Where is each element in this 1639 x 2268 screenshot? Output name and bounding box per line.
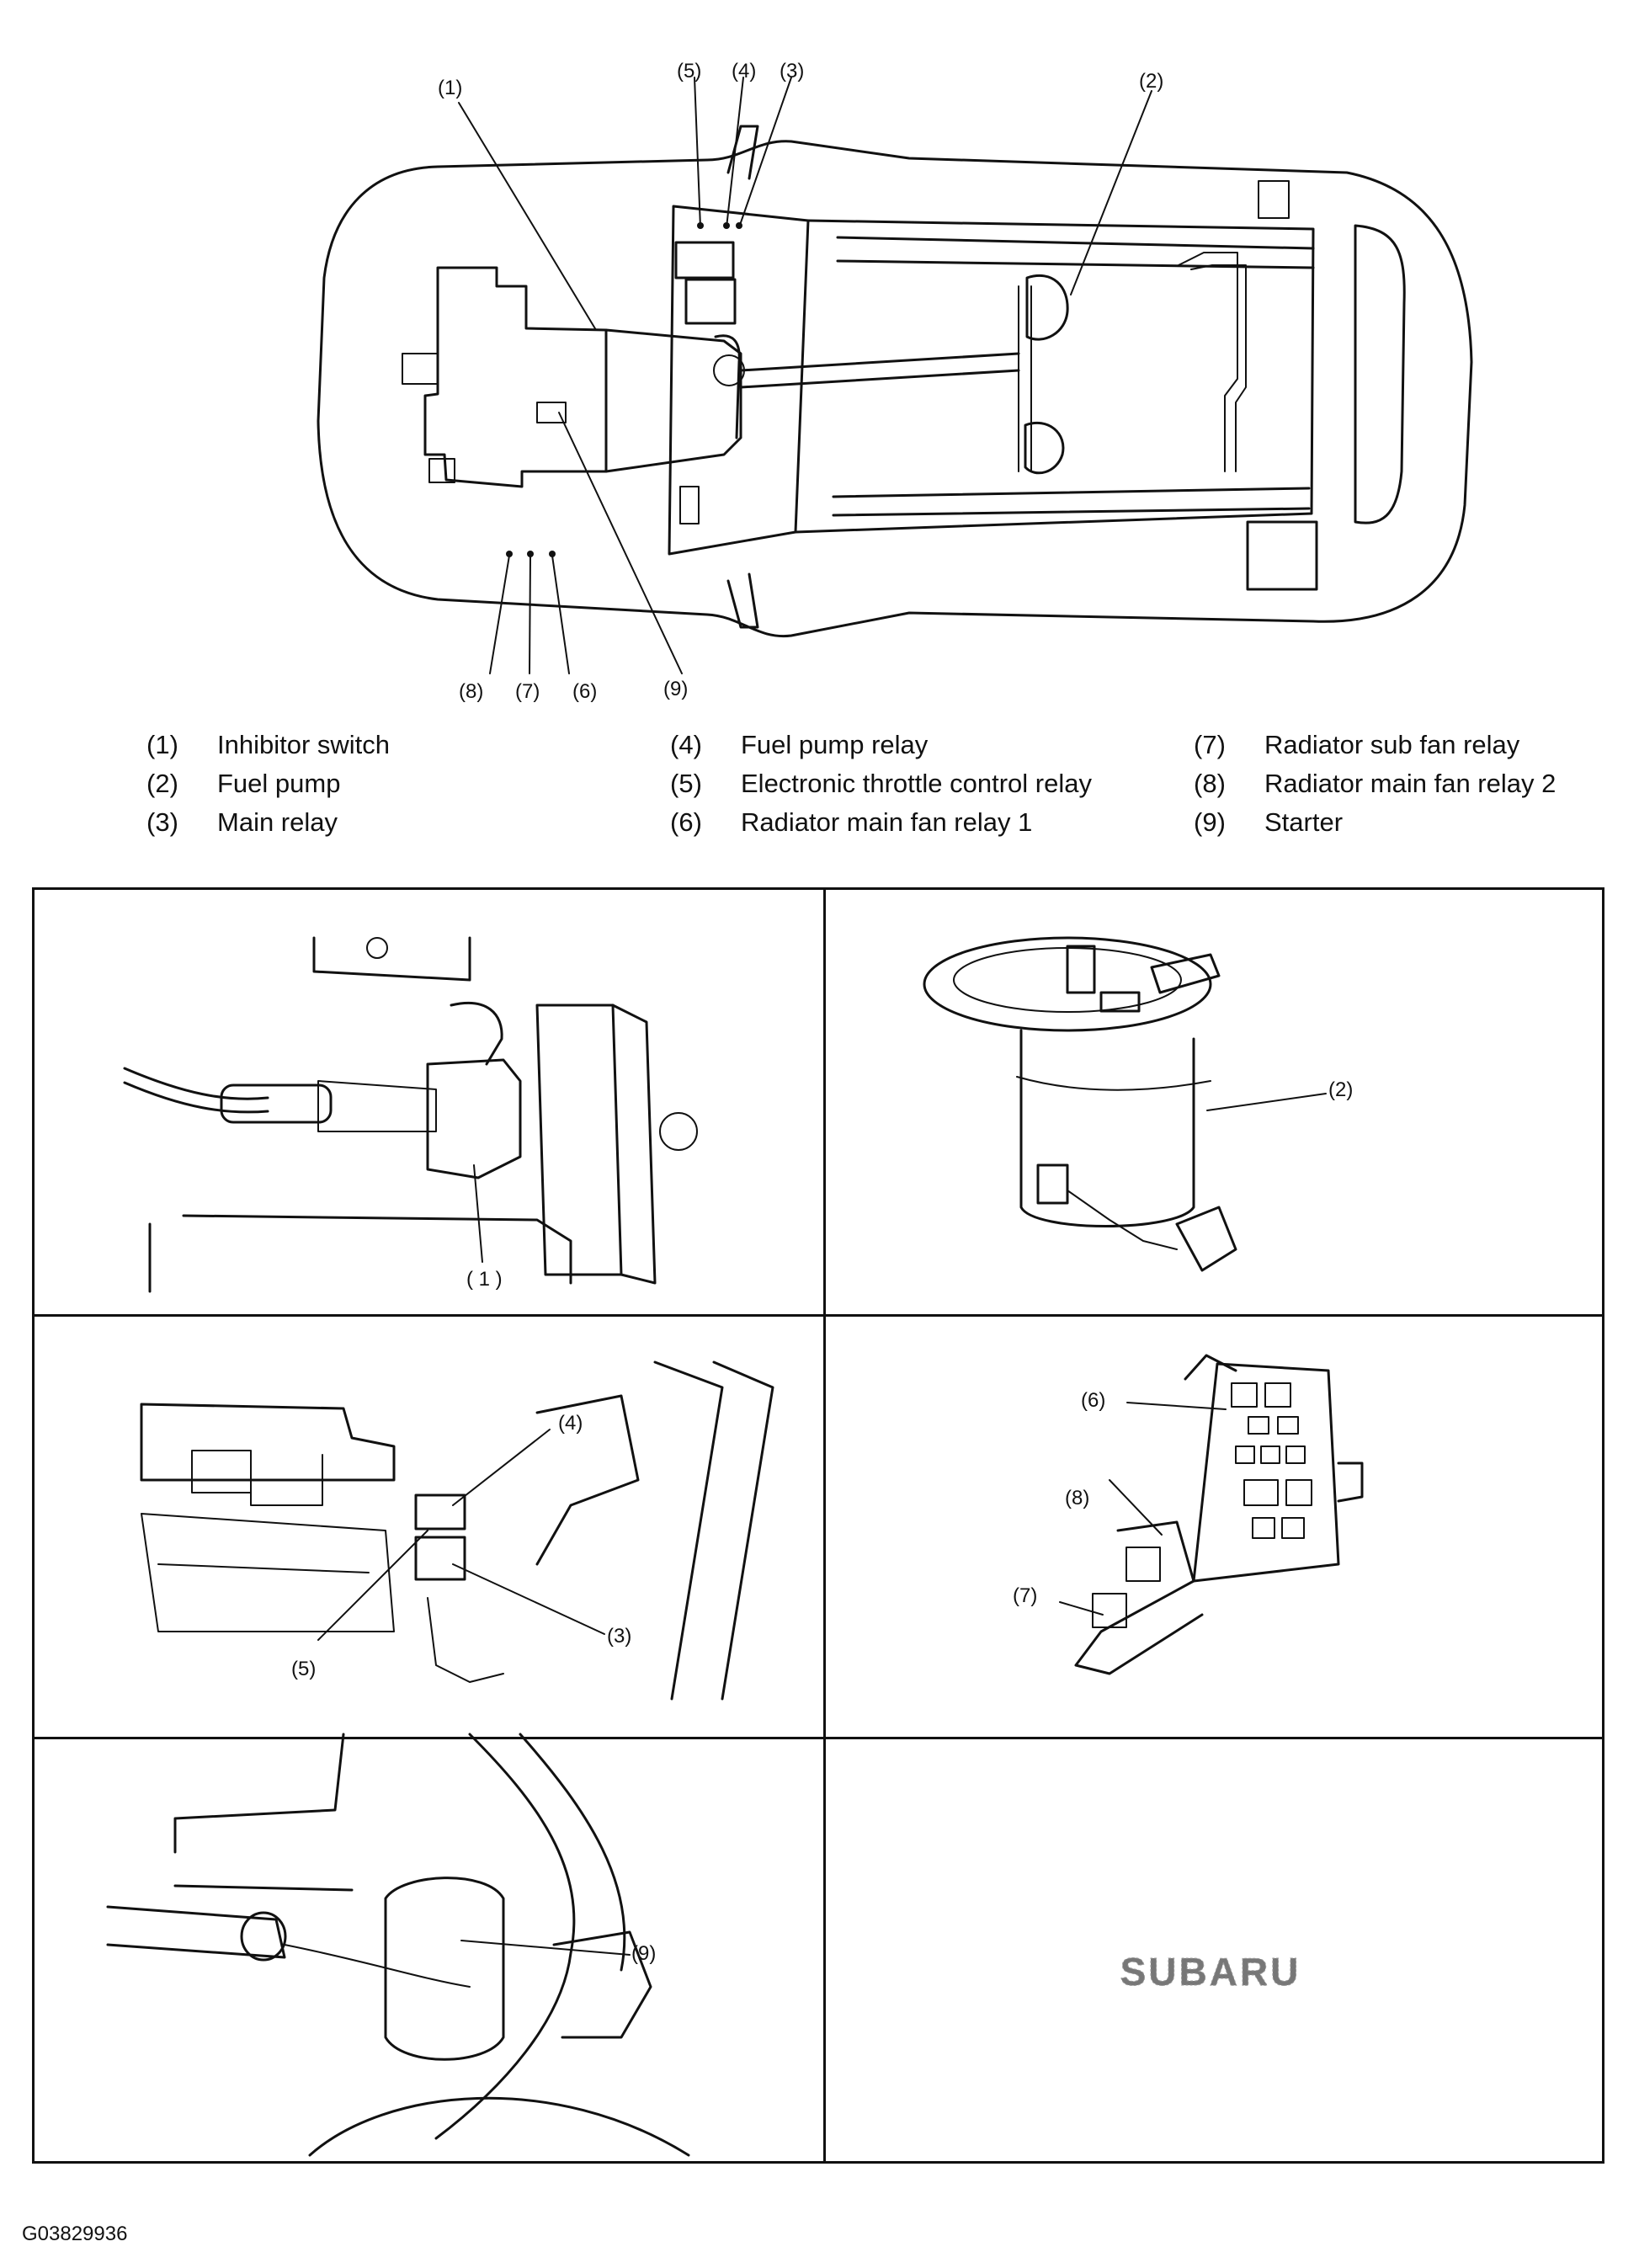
grid-divider-vertical bbox=[823, 890, 826, 2161]
fuel-pump-label: (2) bbox=[1328, 1078, 1353, 1101]
legend-item-2: (2) Fuel pump bbox=[146, 769, 340, 799]
legend-num: (4) bbox=[670, 730, 702, 759]
legend-label: Radiator sub fan relay bbox=[1264, 730, 1520, 759]
legend-num: (2) bbox=[146, 769, 178, 798]
legend-label: Fuel pump relay bbox=[741, 730, 929, 759]
callout-7: (7) bbox=[515, 680, 540, 703]
callout-2: (2) bbox=[1139, 70, 1163, 93]
vehicle-overview-diagram: (1) (5) (4) (3) (2) (8) (7) (6) (9) bbox=[317, 60, 1473, 703]
legend-label: Fuel pump bbox=[217, 769, 341, 798]
starter-detail: (9) bbox=[106, 1733, 690, 2157]
relay-label-5: (5) bbox=[291, 1658, 316, 1680]
legend-label: Starter bbox=[1264, 807, 1344, 837]
legend-label: Inhibitor switch bbox=[217, 730, 391, 759]
callout-3: (3) bbox=[780, 60, 804, 83]
fuse-relay-box-detail: (6) (8) (7) bbox=[1013, 1354, 1364, 1675]
legend-item-9: (9) Starter bbox=[1194, 807, 1343, 838]
grid-divider-row-2 bbox=[35, 1737, 1602, 1739]
engine-bay-relays-detail: (4) (3) (5) bbox=[140, 1360, 774, 1701]
detail-panel-grid bbox=[32, 887, 1604, 2164]
legend-num: (9) bbox=[1194, 807, 1226, 837]
fuse-box-label-7: (7) bbox=[1013, 1584, 1037, 1607]
legend-item-1: (1) Inhibitor switch bbox=[146, 730, 390, 760]
subaru-logo: SUBARU bbox=[1120, 1950, 1301, 1994]
legend-item-4: (4) Fuel pump relay bbox=[670, 730, 928, 760]
callout-4: (4) bbox=[732, 60, 756, 83]
figure-id: G03829936 bbox=[22, 2223, 128, 2245]
legend-label: Radiator main fan relay 1 bbox=[741, 807, 1033, 837]
legend-num: (3) bbox=[146, 807, 178, 837]
legend-item-8: (8) Radiator main fan relay 2 bbox=[1194, 769, 1556, 799]
legend-num: (7) bbox=[1194, 730, 1226, 759]
callout-8: (8) bbox=[459, 680, 483, 703]
legend-label: Radiator main fan relay 2 bbox=[1264, 769, 1557, 798]
fuse-box-label-8: (8) bbox=[1065, 1487, 1089, 1509]
legend-item-5: (5) Electronic throttle control relay bbox=[670, 769, 1092, 799]
fuse-box-label-6: (6) bbox=[1081, 1389, 1105, 1412]
logo-text: SUBARU bbox=[1120, 1950, 1301, 1994]
callout-1: (1) bbox=[438, 77, 462, 99]
legend-item-7: (7) Radiator sub fan relay bbox=[1194, 730, 1519, 760]
legend-item-3: (3) Main relay bbox=[146, 807, 338, 838]
legend-label: Main relay bbox=[217, 807, 338, 837]
legend-label: Electronic throttle control relay bbox=[741, 769, 1092, 798]
relay-label-3: (3) bbox=[607, 1625, 631, 1648]
relay-label-4: (4) bbox=[558, 1412, 583, 1435]
starter-label: (9) bbox=[631, 1942, 656, 1965]
legend-num: (8) bbox=[1194, 769, 1226, 798]
fuel-pump-detail: (2) bbox=[923, 936, 1353, 1272]
callout-5: (5) bbox=[677, 60, 701, 83]
legend-num: (1) bbox=[146, 730, 178, 759]
legend-item-6: (6) Radiator main fan relay 1 bbox=[670, 807, 1032, 838]
callout-9: (9) bbox=[663, 678, 688, 700]
grid-divider-row-1 bbox=[35, 1314, 1602, 1317]
legend-num: (5) bbox=[670, 769, 702, 798]
inhibitor-switch-detail: ( 1 ) bbox=[123, 936, 698, 1293]
callout-6: (6) bbox=[572, 680, 597, 703]
inhibitor-label: ( 1 ) bbox=[466, 1268, 503, 1291]
legend-num: (6) bbox=[670, 807, 702, 837]
